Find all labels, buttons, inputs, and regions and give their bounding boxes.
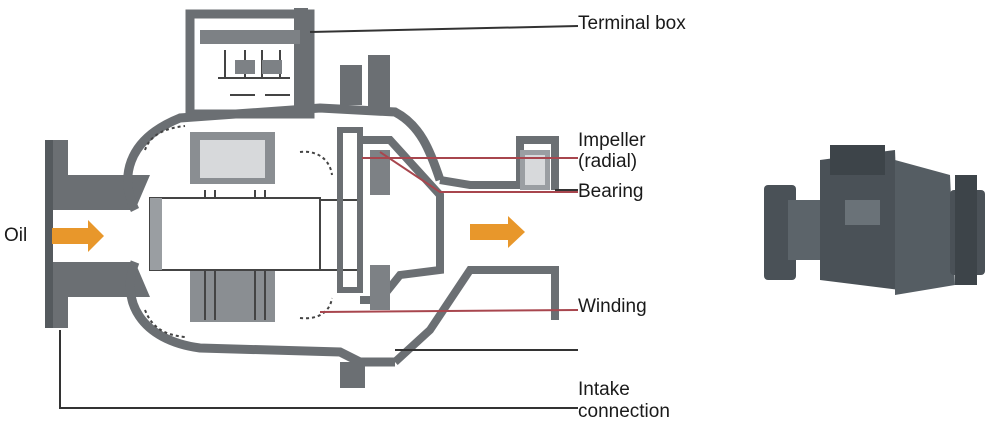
leader-bearing [379,151,578,193]
label-impeller: Impeller [578,130,646,151]
leader-terminal-box [309,25,579,33]
label-oil: Oil [4,225,28,246]
leader-lines [59,25,579,409]
label-terminal-box: Terminal box [578,13,686,34]
inlet-arrow-icon [52,220,104,252]
inlet-flange [45,140,150,328]
label-intake-connection: connection [578,401,670,422]
motor-housing [123,103,559,367]
label-winding: Winding [578,296,647,317]
flow-arrows [52,216,525,252]
terminal-box [185,8,390,119]
label-impeller-type: (radial) [578,151,638,172]
intake-nub [340,362,365,388]
label-intake: Intake [578,379,630,400]
leader-intake [59,330,578,409]
stator-winding [190,132,275,322]
leader-winding [319,309,579,313]
pump-photo [764,145,985,295]
rotor-shaft [149,127,363,293]
outlet-arrow-icon [470,216,525,248]
label-bearing: Bearing [578,181,644,202]
impeller [360,136,550,310]
housing-details [144,125,333,338]
